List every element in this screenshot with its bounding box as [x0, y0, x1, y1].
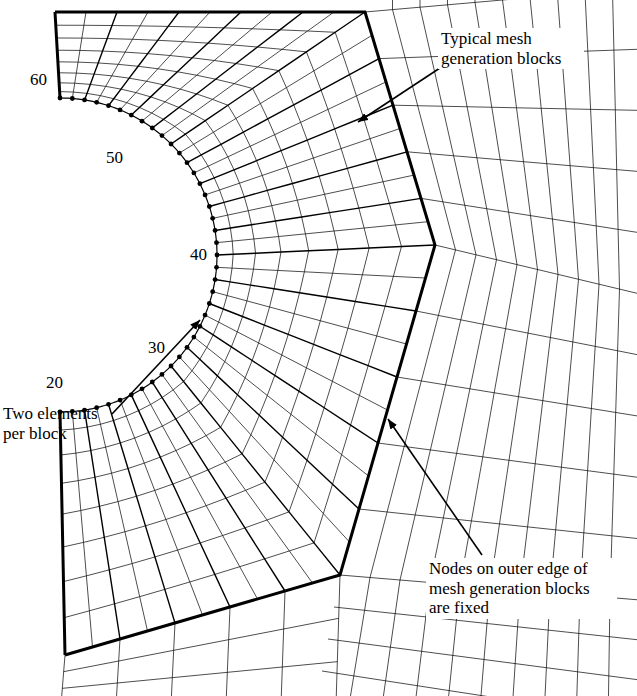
mesh-line: [142, 12, 272, 121]
node-dot: [177, 151, 182, 156]
mesh-line: [131, 12, 241, 115]
node-dot: [203, 193, 208, 198]
node-dot: [150, 380, 155, 385]
node-dot: [140, 386, 145, 391]
node-dot: [207, 301, 212, 306]
mesh-line: [200, 105, 393, 184]
mesh-line: [336, 575, 340, 696]
mesh-line: [217, 245, 435, 255]
mesh-line: [116, 639, 120, 696]
mesh-line: [397, 377, 637, 416]
node-dot: [94, 100, 99, 105]
node-number: 60: [30, 70, 47, 90]
mesh-line: [97, 408, 148, 631]
mesh-line: [171, 366, 340, 575]
mesh-line: [281, 591, 285, 696]
mesh-line: [152, 382, 285, 591]
node-dot: [58, 96, 63, 101]
mesh-line: [72, 412, 92, 647]
node-dot: [106, 402, 111, 407]
node-dot: [118, 108, 123, 113]
node-number: 40: [190, 245, 207, 265]
node-dot: [210, 216, 215, 221]
node-dot: [106, 103, 111, 108]
mesh-line: [152, 12, 303, 128]
mesh-line: [209, 304, 397, 377]
mesh-line: [435, 245, 637, 294]
node-number: 30: [148, 338, 165, 358]
node-dot: [215, 253, 220, 258]
leader-arrow: [388, 419, 482, 555]
mesh-line: [187, 347, 359, 509]
mesh-line: [416, 311, 637, 355]
mesh-line: [365, 0, 637, 12]
mesh-line: [59, 83, 255, 455]
node-dot: [214, 265, 219, 270]
hole-edge: [60, 98, 217, 412]
node-dot: [213, 228, 218, 233]
mesh-line: [64, 618, 339, 671]
mesh-line: [60, 412, 65, 655]
mesh-line: [56, 25, 402, 617]
leader-arrow: [358, 64, 446, 122]
mesh-line: [187, 59, 379, 163]
node-dot: [191, 171, 196, 176]
callout-label: Typical mesh generation blocks: [438, 28, 584, 69]
node-dot: [185, 345, 190, 350]
mesh-line: [171, 12, 365, 144]
node-number: 50: [106, 148, 123, 168]
leader-arrows: [112, 64, 482, 555]
node-dot: [150, 126, 155, 131]
mesh-line: [179, 35, 372, 153]
node-dot: [160, 133, 165, 138]
node-dot: [214, 240, 219, 245]
mesh-line: [58, 62, 309, 514]
node-dot: [82, 98, 87, 103]
node-dot: [191, 335, 196, 340]
mesh-line: [322, 671, 637, 696]
mesh-line: [226, 607, 230, 696]
node-dot: [203, 313, 208, 318]
mesh-line: [57, 38, 370, 582]
node-dot: [197, 181, 202, 186]
node-dot: [197, 324, 202, 329]
node-dot: [177, 355, 182, 360]
node-dot: [169, 364, 174, 369]
mesh-line: [200, 326, 378, 443]
node-dot: [207, 204, 212, 209]
mesh-line: [194, 337, 369, 476]
node-dot: [185, 160, 190, 165]
node-dot: [160, 372, 165, 377]
mesh-line: [61, 655, 65, 696]
mesh-line: [142, 389, 257, 599]
mesh-line: [162, 374, 313, 583]
mesh-line: [205, 129, 400, 195]
mesh-line: [57, 50, 338, 547]
node-dot: [210, 289, 215, 294]
node-dot: [70, 96, 75, 101]
node-dot: [213, 277, 218, 282]
mesh-line: [60, 92, 234, 430]
mesh-line: [407, 152, 637, 172]
node-number: 20: [46, 373, 63, 393]
callout-label: Nodes on outer edge of mesh generation b…: [426, 558, 617, 619]
mesh-line: [62, 662, 337, 689]
mesh-line: [109, 404, 175, 623]
mesh-line: [120, 400, 202, 615]
mesh-line: [179, 357, 349, 542]
mesh-lines: [55, 0, 637, 696]
node-dot: [129, 113, 134, 118]
callout-label: Two elements per block: [3, 404, 108, 443]
node-dot: [118, 398, 123, 403]
mesh-line: [393, 105, 637, 110]
mesh-line: [171, 623, 175, 696]
node-dot: [169, 142, 174, 147]
leader-arrow: [112, 320, 200, 414]
node-dot: [140, 119, 145, 124]
